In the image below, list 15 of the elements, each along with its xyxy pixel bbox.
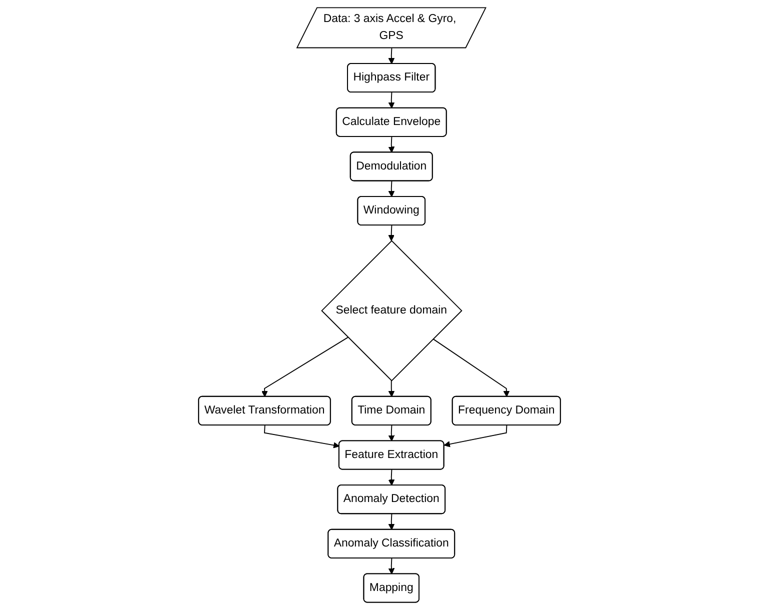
arrow bbox=[388, 514, 395, 530]
arrow bbox=[388, 48, 395, 64]
arrow bbox=[388, 469, 395, 486]
arrow bbox=[444, 424, 508, 448]
node-diamond: Select feature domain bbox=[321, 240, 462, 382]
arrow bbox=[388, 380, 395, 398]
arrow bbox=[388, 558, 395, 574]
arrow bbox=[388, 224, 394, 242]
arrow bbox=[264, 424, 340, 448]
arrow bbox=[388, 180, 395, 198]
arrow bbox=[261, 336, 348, 398]
arrow bbox=[432, 338, 510, 398]
arrow bbox=[388, 136, 395, 153]
arrow bbox=[388, 92, 395, 108]
arrow bbox=[388, 424, 395, 442]
